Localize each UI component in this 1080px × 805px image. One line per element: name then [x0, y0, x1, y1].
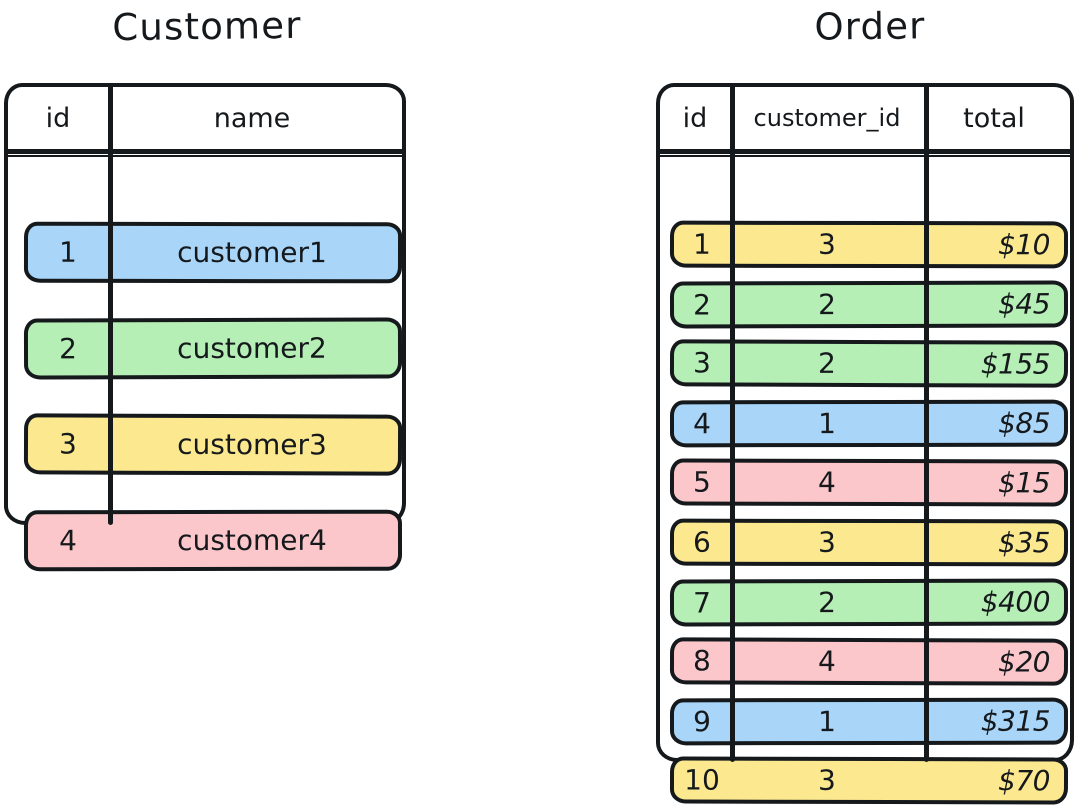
order-table-row[interactable]: 10 3 $70 [669, 756, 1069, 805]
customer-table-title: Customer [112, 3, 302, 50]
order-cell-id: 9 [693, 704, 711, 738]
order-cell-total: $45 [997, 286, 1051, 320]
customer-cell-name: customer2 [177, 331, 327, 365]
customer-cell-name: customer1 [177, 235, 327, 269]
order-column-header-customer_id: customer_id [753, 104, 901, 132]
order-cell-id: 8 [693, 644, 711, 678]
order-cell-customer_id: 2 [818, 287, 836, 321]
customer-table-row[interactable]: 2 customer2 [23, 317, 403, 380]
order-cell-total: $70 [998, 764, 1051, 798]
order-cell-customer_id: 3 [818, 227, 836, 261]
order-cell-id: 10 [684, 763, 720, 797]
customer-table-row[interactable]: 3 customer3 [23, 413, 403, 476]
order-cell-id: 1 [693, 227, 711, 261]
order-cell-total: $10 [998, 227, 1051, 261]
order-cell-customer_id: 3 [818, 525, 836, 559]
order-table-row[interactable]: 3 2 $155 [669, 339, 1069, 388]
customer-header-separator [4, 149, 406, 158]
order-table-row[interactable]: 1 3 $10 [669, 220, 1069, 269]
order-cell-id: 3 [693, 346, 711, 380]
customer-table-row[interactable]: 4 customer4 [23, 509, 403, 572]
customer-cell-name: customer3 [177, 427, 327, 461]
order-cell-total: $15 [998, 466, 1051, 500]
order-cell-id: 5 [693, 465, 711, 499]
order-cell-id: 6 [693, 525, 711, 559]
order-table-row[interactable]: 8 4 $20 [669, 637, 1069, 686]
order-column-header-total: total [963, 102, 1025, 134]
order-table-row[interactable]: 6 3 $35 [669, 518, 1069, 567]
customer-cell-id: 4 [59, 523, 77, 557]
order-cell-total: $20 [997, 645, 1051, 679]
customer-table-block: Customer id name 1 customer1 2 customer2 3 cus… [4, 3, 406, 572]
customer-cell-id: 2 [59, 331, 77, 365]
order-table-row[interactable]: 7 2 $400 [669, 578, 1069, 627]
order-table-title: Order [814, 4, 926, 49]
customer-header-row: id name [8, 87, 402, 149]
order-header-row: id customer_id total [660, 87, 1070, 149]
customer-table-row[interactable]: 1 customer1 [23, 221, 403, 284]
order-cell-id: 7 [693, 585, 711, 619]
customer-table-frame: id name 1 customer1 2 customer2 3 customer3 4 cu… [4, 83, 406, 572]
order-cell-customer_id: 2 [818, 585, 836, 619]
order-table-row[interactable]: 9 1 $315 [669, 697, 1069, 746]
order-table-block: Order id customer_id total 1 3 $10 2 2 $45 3 2 $15… [656, 4, 1074, 805]
order-cell-customer_id: 4 [818, 644, 836, 678]
order-table-row[interactable]: 5 4 $15 [669, 458, 1069, 507]
order-cell-total: $85 [998, 405, 1051, 440]
diagram-canvas: Customer id name 1 customer1 2 customer2 3 cus… [4, 3, 1074, 805]
order-cell-customer_id: 2 [818, 346, 836, 380]
order-cell-customer_id: 4 [818, 465, 836, 499]
order-cell-total: $35 [998, 525, 1051, 559]
order-cell-total: $315 [980, 703, 1051, 738]
order-cell-customer_id: 1 [818, 704, 836, 738]
order-header-separator [656, 149, 1074, 158]
order-cell-customer_id: 3 [818, 763, 836, 797]
order-cell-customer_id: 1 [818, 406, 836, 440]
order-column-header-id: id [682, 102, 708, 134]
order-table-row[interactable]: 4 1 $85 [669, 399, 1069, 448]
customer-column-header-name: name [213, 102, 291, 134]
customer-cell-id: 3 [59, 426, 77, 461]
order-cell-total: $400 [980, 584, 1051, 618]
order-cell-total: $155 [980, 347, 1051, 381]
customer-cell-id: 1 [59, 235, 77, 269]
order-cell-id: 4 [693, 406, 711, 440]
order-cell-id: 2 [693, 287, 711, 321]
customer-cell-name: customer4 [177, 523, 327, 557]
order-table-row[interactable]: 2 2 $45 [669, 280, 1069, 329]
customer-column-header-id: id [45, 102, 71, 134]
